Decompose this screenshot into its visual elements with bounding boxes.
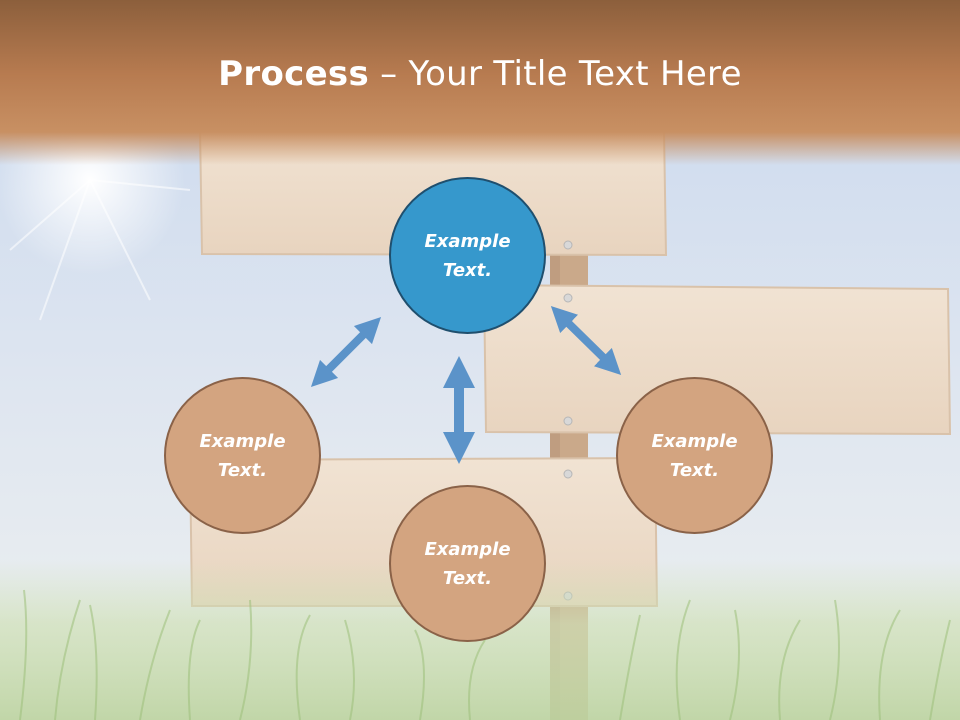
node-top-label: Example Text.	[424, 230, 511, 281]
node-bottom-label: Example Text.	[424, 538, 511, 589]
arrow-top-right	[550, 306, 622, 375]
title-bold: Process	[218, 54, 370, 94]
node-top: Example Text.	[389, 177, 546, 334]
slide-title: Process – Your Title Text Here	[0, 54, 960, 94]
node-right: Example Text.	[616, 377, 773, 534]
title-rest: – Your Title Text Here	[369, 54, 742, 94]
node-bottom: Example Text.	[389, 485, 546, 642]
arrow-top-left	[310, 316, 382, 388]
node-left-label: Example Text.	[199, 430, 286, 481]
node-right-label: Example Text.	[651, 430, 738, 481]
node-left: Example Text.	[164, 377, 321, 534]
